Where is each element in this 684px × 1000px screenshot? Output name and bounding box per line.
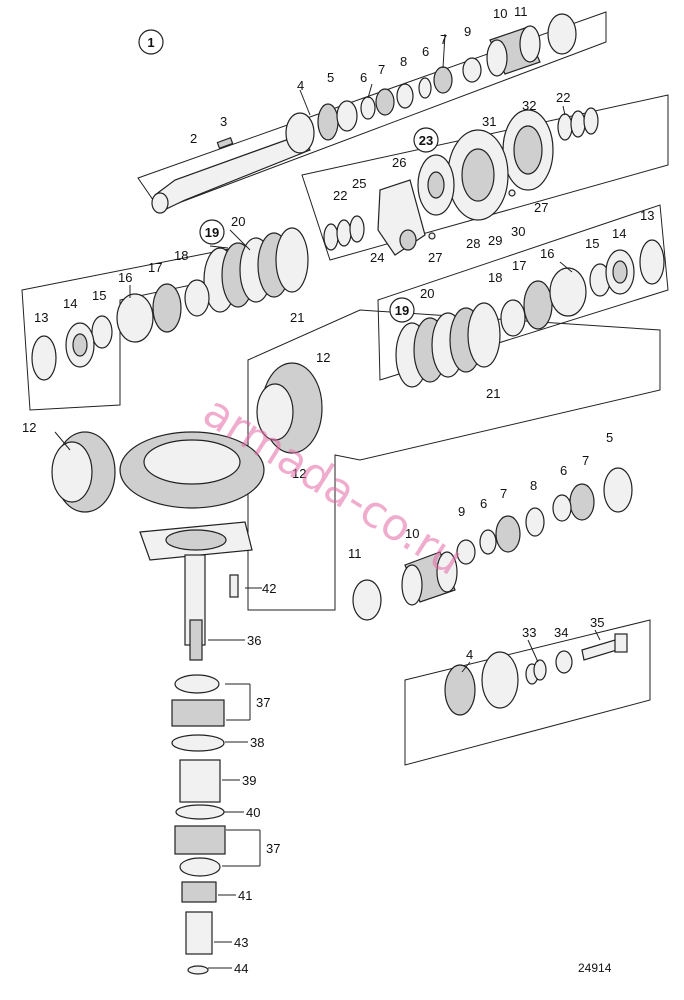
input-shaft [154, 134, 311, 213]
bolt [581, 639, 618, 661]
callout-19: 19 [205, 225, 219, 240]
callout-42: 42 [262, 581, 276, 596]
callout-7: 7 [378, 62, 385, 77]
callout-20: 20 [420, 286, 434, 301]
callout-5: 5 [327, 70, 334, 85]
callout-37: 37 [256, 695, 270, 710]
callout-15: 15 [92, 288, 106, 303]
callout-25: 25 [352, 176, 366, 191]
callout-12: 12 [316, 350, 330, 365]
callout-4: 4 [297, 78, 304, 93]
callout-circle [389, 297, 415, 323]
callout-16: 16 [118, 270, 132, 285]
callout-27: 27 [534, 200, 548, 215]
bevel-gear-group [51, 362, 323, 561]
callout-labels: 1 2 3 4 5 6 7 8 6 7 9 10 11 32 22 31 23 … [22, 4, 654, 976]
callout-22: 22 [556, 90, 570, 105]
callout-39: 39 [242, 773, 256, 788]
callout-12: 12 [22, 420, 36, 435]
callout-21: 21 [290, 310, 304, 325]
callout-4: 4 [466, 647, 473, 662]
callout-21: 21 [486, 386, 500, 401]
callout-14: 14 [63, 296, 77, 311]
callout-19: 19 [395, 303, 409, 318]
callout-31: 31 [482, 114, 496, 129]
drawing-number: 24914 [578, 961, 612, 975]
spacer-sleeve [179, 759, 221, 803]
callout-37: 37 [266, 841, 280, 856]
callout-16: 16 [540, 246, 554, 261]
callout-28: 28 [466, 236, 480, 251]
callout-8: 8 [530, 478, 537, 493]
right-clutch-pack [395, 239, 665, 388]
callout-36: 36 [247, 633, 261, 648]
callout-44: 44 [234, 961, 248, 976]
key [216, 137, 234, 149]
bearing-bolt-group [444, 633, 628, 716]
callout-14: 14 [612, 226, 626, 241]
callout-6: 6 [422, 44, 429, 59]
callout-6: 6 [360, 70, 367, 85]
callout-6: 6 [480, 496, 487, 511]
callout-24: 24 [370, 250, 384, 265]
callout-11: 11 [514, 4, 528, 19]
bearing-cone [285, 112, 315, 154]
callout-33: 33 [522, 625, 536, 640]
callout-1: 1 [147, 35, 154, 50]
output-shaft-assembly [352, 467, 633, 621]
thrust-bearing [603, 467, 633, 513]
callout-5: 5 [606, 430, 613, 445]
callout-circle [199, 219, 225, 245]
clutch-housing-assembly [323, 107, 599, 256]
snap-ring [31, 335, 57, 381]
callout-41: 41 [238, 888, 252, 903]
callout-11: 11 [348, 546, 362, 561]
callout-13: 13 [640, 208, 654, 223]
callout-32: 32 [522, 98, 536, 113]
callout-12: 12 [292, 466, 306, 481]
callout-7: 7 [440, 32, 447, 47]
callout-17: 17 [512, 258, 526, 273]
callout-22: 22 [333, 188, 347, 203]
callout-35: 35 [590, 615, 604, 630]
callout-2: 2 [190, 131, 197, 146]
callout-13: 13 [34, 310, 48, 325]
vertical-shaft-assembly [171, 554, 239, 975]
callout-29: 29 [488, 233, 502, 248]
callout-20: 20 [231, 214, 245, 229]
callout-38: 38 [250, 735, 264, 750]
callout-40: 40 [246, 805, 260, 820]
callout-9: 9 [458, 504, 465, 519]
callout-10: 10 [405, 526, 419, 541]
callout-27: 27 [428, 250, 442, 265]
callout-23: 23 [419, 133, 433, 148]
leader-lines [54, 33, 601, 969]
callout-34: 34 [554, 625, 568, 640]
o-ring [547, 13, 577, 55]
left-clutch-pack [31, 227, 309, 381]
callout-18: 18 [488, 270, 502, 285]
callout-circle [413, 127, 439, 153]
callout-3: 3 [220, 114, 227, 129]
callout-30: 30 [511, 224, 525, 239]
callout-10: 10 [493, 6, 507, 21]
callout-circle [138, 29, 164, 55]
callout-18: 18 [174, 248, 188, 263]
callout-6: 6 [560, 463, 567, 478]
callout-7: 7 [582, 453, 589, 468]
callout-8: 8 [400, 54, 407, 69]
input-shaft-assembly [151, 13, 577, 214]
callout-7: 7 [500, 486, 507, 501]
washer [336, 100, 358, 132]
callout-15: 15 [585, 236, 599, 251]
callout-26: 26 [392, 155, 406, 170]
callout-43: 43 [234, 935, 248, 950]
callout-17: 17 [148, 260, 162, 275]
callout-9: 9 [464, 24, 471, 39]
